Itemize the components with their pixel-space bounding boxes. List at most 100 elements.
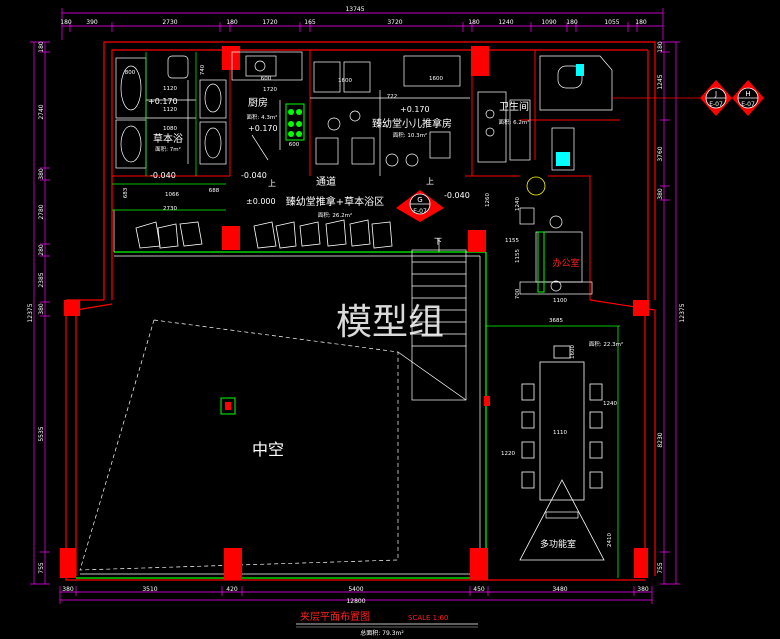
right-dim-label: 180: [657, 41, 664, 53]
columns: [60, 46, 649, 580]
section-marker-h: H E-07: [732, 80, 764, 116]
outer-walls: [65, 41, 656, 581]
column: [470, 548, 488, 580]
office-desk-green: [537, 231, 545, 293]
watermark: 模型组: [336, 302, 444, 343]
furniture-dim: 800: [125, 70, 136, 76]
stair-direction-labels: 上 上 下: [268, 177, 442, 246]
furniture-dim: 740: [200, 64, 206, 75]
bottom-dim-label: 420: [226, 586, 238, 593]
left-dim-label: 755: [38, 562, 45, 574]
toilet-label: 卫生间: [499, 100, 529, 113]
furniture-dim: 700: [515, 288, 521, 299]
toilet-fixtures: [477, 55, 613, 171]
section-marker-g-letter: G: [417, 196, 422, 204]
left-dim-label: 380: [38, 168, 45, 180]
column: [222, 46, 240, 70]
void-column: [225, 402, 231, 410]
furniture-dim: 1220: [501, 451, 515, 457]
bottom-dim-label: 380: [637, 586, 649, 593]
furniture-dim: 1720: [263, 87, 277, 93]
section-marker-h-letter: H: [745, 90, 750, 98]
left-dim-label: 5535: [38, 426, 45, 441]
furniture-dim: 1080: [163, 126, 177, 132]
column: [60, 548, 76, 578]
multi-hall-area: 面积: 22.3m²: [589, 341, 623, 348]
top-dim-label: 1720: [262, 19, 277, 26]
right-dim-label: 8230: [657, 432, 664, 447]
furniture-dim: 1100: [553, 298, 567, 304]
column: [224, 548, 242, 580]
furniture-dim: 1600: [338, 78, 352, 84]
left-dim-label: 2780: [38, 204, 45, 219]
massage-room-furniture: [310, 55, 470, 176]
right-dim-label: 380: [657, 188, 664, 200]
level-markers: +0.170 +0.170 +0.170 ±0.000 -0.040 -0.04…: [148, 97, 470, 206]
void-column-marker: [220, 397, 236, 415]
drawing-scale: SCALE 1:60: [408, 614, 448, 622]
top-dim-label: 180: [566, 19, 578, 26]
furniture-dim: 1600: [570, 345, 576, 359]
kitchen-fixtures: [231, 51, 303, 161]
furniture-dim: 1240: [515, 197, 521, 211]
column: [222, 226, 240, 250]
top-overall-dim: 13745: [345, 6, 364, 13]
left-dim-label: 380: [38, 303, 45, 315]
bottom-dim-label: 450: [473, 586, 485, 593]
level-label: -0.040: [241, 171, 267, 180]
drawing-title: 夹层平面布置图: [300, 610, 370, 623]
level-label: +0.170: [148, 97, 178, 106]
bottom-overall-dim: 12800: [346, 598, 365, 605]
kitchen-label: 厨房: [248, 96, 268, 109]
office-label: 办公室: [552, 257, 579, 269]
bottom-dimension-chain: [59, 586, 653, 604]
conference-table: [521, 345, 603, 501]
column: [634, 548, 648, 578]
bottom-dim-label: 380: [62, 586, 74, 593]
staircase: [397, 238, 467, 401]
column: [468, 230, 486, 252]
void-outline: [79, 319, 399, 571]
section-marker-h-sheet: E-07: [741, 101, 755, 108]
column: [64, 300, 80, 316]
column: [633, 300, 649, 316]
furniture-dim: 722: [387, 94, 398, 100]
right-dimension-chain: [660, 41, 680, 585]
furniture-dim: 1110: [553, 430, 567, 436]
furniture-dim: 2410: [607, 533, 613, 547]
top-dim-label: 1055: [604, 19, 619, 26]
right-overall-dim: 12375: [679, 303, 686, 322]
section-marker-j-sheet: E-07: [709, 101, 723, 108]
furniture-dim: 1155: [505, 238, 519, 244]
main-area-label: 臻幼堂推拿+草本浴区: [286, 195, 384, 208]
top-dim-label: 390: [86, 19, 98, 26]
stove-icon: [285, 103, 305, 141]
top-dim-label: 165: [304, 19, 316, 26]
furniture-dim: 1260: [485, 193, 491, 207]
section-marker-j-letter: J: [714, 90, 717, 98]
bottom-dim-label: 5400: [348, 586, 363, 593]
level-label: -0.040: [444, 191, 470, 200]
corridor-label: 通道: [316, 175, 336, 188]
urinal-icon: [556, 64, 584, 166]
furniture-dim: 1240: [603, 401, 617, 407]
mezzanine-edge: [76, 251, 487, 579]
left-overall-dim: 12375: [27, 303, 34, 322]
hall-walls: [486, 325, 620, 578]
furniture-dim: 1120: [163, 86, 177, 92]
right-dim-label: 755: [657, 562, 664, 574]
top-dim-labels: 180 390 2730 180 1720 165 3720 180 1240 …: [60, 19, 647, 26]
total-area: 总面积: 79.3m²: [360, 629, 404, 637]
furniture-dim: 1155: [515, 249, 521, 263]
left-dim-label: 2740: [38, 104, 45, 119]
furniture-dim: 688: [209, 188, 220, 194]
top-dim-label: 180: [226, 19, 238, 26]
furniture-dim: 1600: [429, 76, 443, 82]
toilet-area: 面积: 6.2m²: [499, 119, 530, 126]
top-dim-label: 2730: [162, 19, 177, 26]
furniture-dim: 2730: [163, 206, 177, 212]
top-dim-label: 1240: [498, 19, 513, 26]
level-label: +0.170: [248, 124, 278, 133]
level-label: +0.170: [400, 105, 430, 114]
